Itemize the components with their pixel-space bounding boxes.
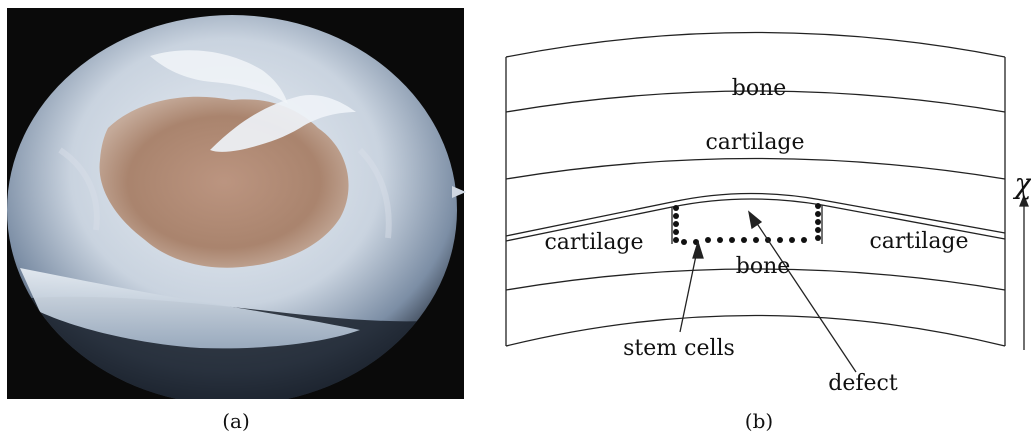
label-bone-top: bone bbox=[732, 76, 787, 101]
stem-cell-dot bbox=[673, 229, 679, 235]
stem-cell-dot bbox=[681, 239, 687, 245]
label-stem-cells: stem cells bbox=[623, 336, 735, 361]
stem-cell-dot bbox=[673, 213, 679, 219]
stem-cell-dot bbox=[815, 203, 821, 209]
stem-cell-dot bbox=[815, 211, 821, 217]
caption-a: (a) bbox=[222, 409, 250, 433]
defect-arrowhead bbox=[749, 212, 761, 228]
arthroscopy-photo bbox=[7, 8, 466, 399]
deep-bone-arc bbox=[506, 316, 1005, 347]
stem-cell-dot bbox=[815, 219, 821, 225]
stem-cell-dot bbox=[673, 237, 679, 243]
stem-cell-dot bbox=[673, 221, 679, 227]
label-cartilage-right: cartilage bbox=[869, 229, 968, 254]
stem-cell-dot bbox=[717, 237, 723, 243]
stem-cell-dot bbox=[801, 237, 807, 243]
stem-cell-dot bbox=[673, 205, 679, 211]
stem-cell-dot bbox=[705, 237, 711, 243]
stem-cell-dots bbox=[673, 203, 821, 245]
label-cartilage-left: cartilage bbox=[544, 230, 643, 255]
outer-bone-arc bbox=[506, 33, 1005, 58]
label-chi-axis: χ bbox=[1013, 167, 1031, 200]
stem-cell-dot bbox=[729, 237, 735, 243]
upper-cartilage-bottom bbox=[506, 159, 1005, 180]
stem-cell-dot bbox=[789, 237, 795, 243]
label-cartilage-top: cartilage bbox=[705, 130, 804, 155]
stem-cell-dot bbox=[753, 237, 759, 243]
label-bone-bottom: bone bbox=[736, 254, 791, 279]
stem-cell-dot bbox=[815, 235, 821, 241]
caption-b: (b) bbox=[745, 409, 773, 433]
stem-cell-dot bbox=[777, 237, 783, 243]
label-defect: defect bbox=[828, 371, 898, 396]
stem-cell-dot bbox=[741, 237, 747, 243]
stem-cell-dot bbox=[815, 227, 821, 233]
stem-cells-arrow bbox=[680, 246, 698, 332]
